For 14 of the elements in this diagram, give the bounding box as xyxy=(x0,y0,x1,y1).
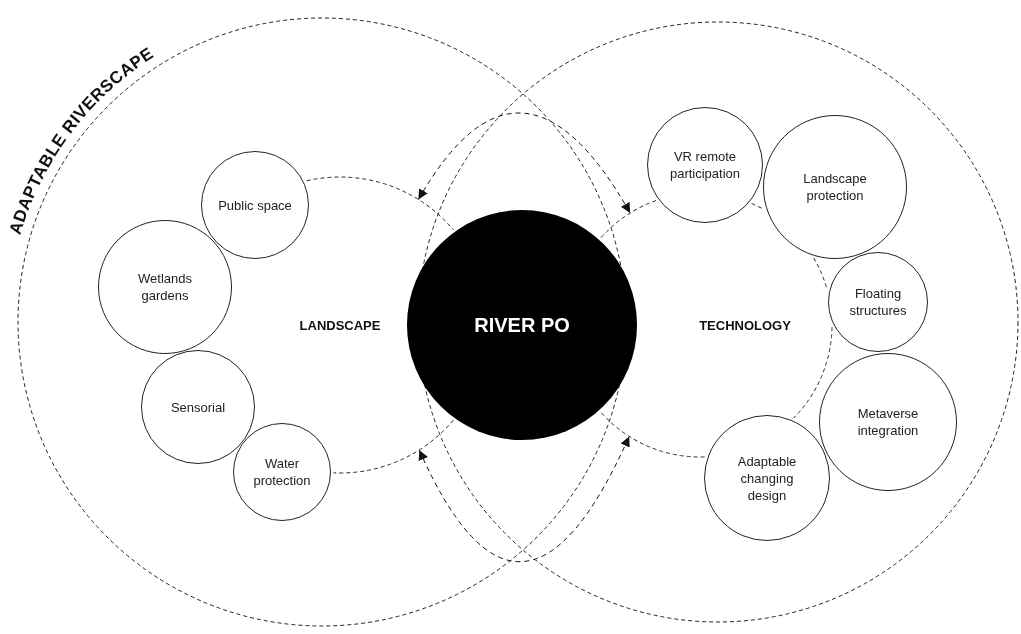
double-arrow xyxy=(418,435,630,563)
circle-label: Floating structures xyxy=(848,285,908,319)
circle-label: Water protection xyxy=(252,455,312,489)
circle-label: Metaverse integration xyxy=(856,405,920,439)
circle-label: Wetlands gardens xyxy=(137,270,193,304)
center-label: RIVER PO xyxy=(474,313,570,337)
group-label: LANDSCAPE xyxy=(299,317,381,333)
circle-label: Sensorial xyxy=(170,398,226,416)
circle-label: Adaptable changing design xyxy=(736,452,798,504)
group-label: TECHNOLOGY xyxy=(699,317,791,333)
circle-label: VR remote participation xyxy=(668,148,742,182)
double-arrow xyxy=(417,112,631,214)
circle-label: Public space xyxy=(218,196,292,214)
circle-label: Landscape protection xyxy=(802,170,868,204)
